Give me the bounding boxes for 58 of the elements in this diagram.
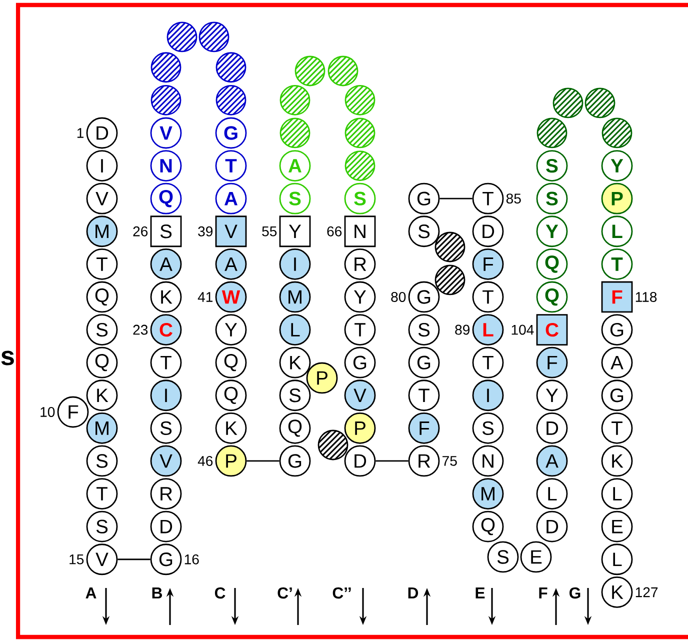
strand-label: D (408, 588, 418, 598)
strand-label: C’ (278, 587, 292, 599)
hatched-circle (198, 22, 230, 52)
hatched-circle (150, 52, 182, 83)
hatched-circle (344, 84, 376, 116)
residue-number: 41 (198, 292, 212, 302)
hatched-circle (536, 118, 568, 148)
residue-number: 1 (77, 128, 84, 138)
residue-number: 26 (133, 226, 148, 236)
hatched-circle (434, 232, 466, 262)
residue-number: 66 (327, 226, 342, 236)
connector-line (118, 558, 150, 560)
residue-square: Y (279, 216, 311, 248)
residue-number: 89 (455, 324, 470, 335)
connector-line (246, 460, 280, 462)
strand-label: F (539, 588, 548, 598)
residue-square: S (150, 216, 182, 248)
strand-label: C’’ (332, 587, 351, 599)
connector-line (376, 460, 408, 462)
hatched-circle (584, 88, 616, 118)
hatched-circle (602, 118, 632, 148)
connector-line (440, 198, 472, 200)
residue-number: 15 (70, 554, 84, 564)
hatched-circle (294, 56, 326, 86)
residue-number: 16 (184, 554, 199, 564)
strand-label: G (570, 587, 580, 599)
strand-label: B (152, 588, 162, 598)
residue-number: 118 (636, 292, 657, 302)
hatched-circle (552, 88, 584, 118)
residue-number: 23 (133, 324, 148, 335)
strand-label: C (214, 587, 226, 599)
residue-square: C (536, 314, 568, 346)
hatched-circle (280, 118, 310, 148)
hatched-circle (434, 264, 466, 296)
hatched-circle (216, 52, 246, 83)
residue-square: V (215, 216, 247, 248)
hatched-circle (166, 22, 198, 52)
residue-number: 80 (391, 292, 406, 302)
strand-label: E (476, 588, 485, 598)
residue-number: 39 (198, 226, 212, 236)
hatched-circle (150, 84, 182, 116)
residue-square: N (344, 216, 376, 248)
residue-number: 85 (506, 194, 521, 204)
residue-number: 75 (442, 456, 457, 466)
hatched-circle (280, 84, 310, 116)
residue-square: F (601, 281, 633, 313)
hatched-circle (216, 84, 246, 116)
residue-number: 55 (262, 226, 277, 236)
strand-label: A (86, 588, 96, 598)
hatched-circle (344, 118, 376, 148)
residue-number: 127 (636, 587, 658, 598)
hatched-circle (318, 430, 348, 460)
residue-number: 10 (40, 407, 55, 417)
text-fragment: s (1, 350, 14, 366)
hatched-circle (344, 150, 376, 181)
residue-number: 104 (512, 324, 534, 335)
hatched-circle (328, 56, 358, 86)
residue-number: 46 (198, 456, 213, 466)
